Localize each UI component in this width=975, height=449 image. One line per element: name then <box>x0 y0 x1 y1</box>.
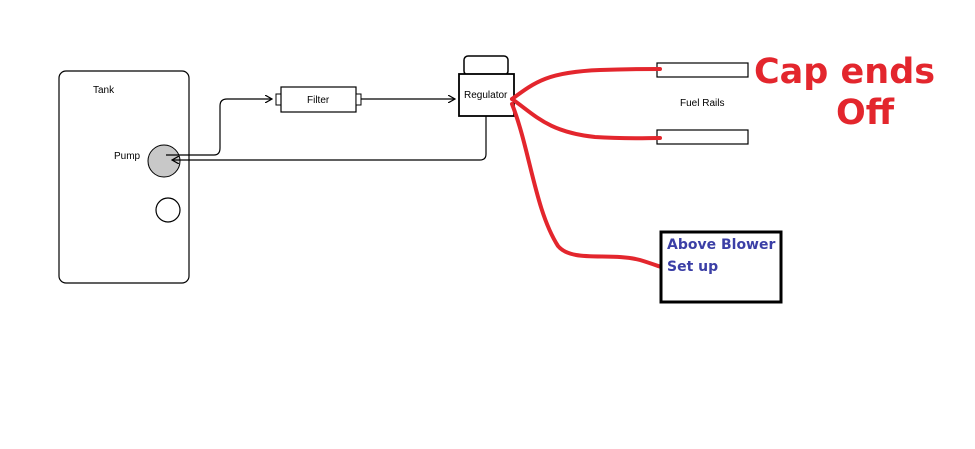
red-line-to-bottom-rail <box>510 97 662 141</box>
return-line <box>172 116 487 160</box>
pump-label: Pump <box>114 151 141 162</box>
regulator-label: Regulator <box>464 90 508 101</box>
off-text: Off <box>836 93 895 133</box>
red-line-to-top-rail <box>510 67 662 101</box>
regulator-top <box>463 55 509 76</box>
red-line-to-blower <box>510 102 666 270</box>
blower-box <box>659 230 783 304</box>
cap-ends-text: Cap ends <box>754 52 935 92</box>
blower-label-line2: Set up <box>667 259 718 275</box>
regulator-box <box>458 73 515 117</box>
filter-cap-left <box>275 93 282 106</box>
filter-label: Filter <box>307 95 330 106</box>
pump-circle <box>147 144 181 178</box>
fuel-rail-bottom <box>656 129 749 145</box>
blower-label-line1: Above Blower <box>667 237 775 253</box>
filter-cap-right <box>355 93 362 106</box>
tank-label: Tank <box>93 85 115 96</box>
pump-to-filter-line <box>166 99 272 156</box>
fuel-rail-top <box>656 62 749 78</box>
tank-box <box>58 70 190 284</box>
fuel-rails-label: Fuel Rails <box>680 98 724 109</box>
filter-box <box>280 86 357 113</box>
secondary-port-circle <box>155 197 181 223</box>
